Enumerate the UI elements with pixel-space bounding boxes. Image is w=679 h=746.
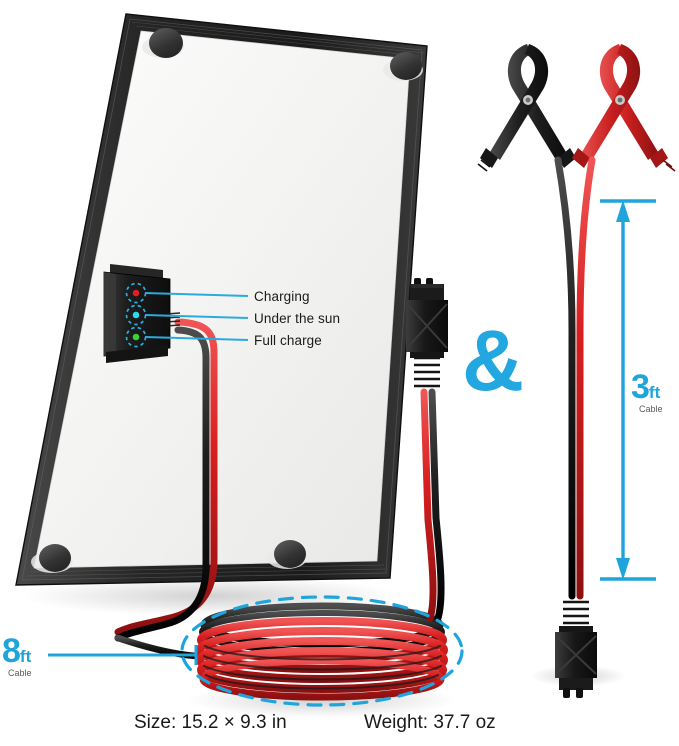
clamp-positive <box>572 44 676 172</box>
cable-8ft-label: 8ft <box>2 634 31 668</box>
suction-cup <box>267 540 307 569</box>
spec-weight: Weight: 37.7 oz <box>364 712 496 733</box>
sae-connector-clamp-art <box>555 600 597 698</box>
ampersand-symbol: & <box>462 313 525 409</box>
spec-size: Size: 15.2 × 9.3 in <box>134 712 287 733</box>
led-label-charging: Charging <box>254 289 310 304</box>
led-label-under-the-sun: Under the sun <box>254 311 341 326</box>
cable-8ft-caption: Cable <box>8 668 32 678</box>
cable-8ft-unit: ft <box>19 647 32 666</box>
sae-connector-panel-art <box>406 278 448 388</box>
junction-box-art <box>103 264 181 363</box>
strain-relief <box>165 312 181 327</box>
cable-8ft-value: 8 <box>2 632 21 670</box>
suction-cup <box>383 52 423 81</box>
solar-panel <box>15 13 428 586</box>
suction-cup <box>31 544 73 573</box>
coil-highlight-ellipse <box>180 595 464 707</box>
led-callout-lines <box>144 292 249 341</box>
cable-3ft-caption: Cable <box>639 404 663 414</box>
clamp-cable-run <box>554 156 596 600</box>
suction-cup <box>142 28 184 58</box>
cable-3ft-value: 3 <box>631 368 650 406</box>
clamp-negative <box>477 44 576 172</box>
dimension-arrow-3ft <box>600 199 656 581</box>
led-label-full-charge: Full charge <box>254 333 322 348</box>
suction-cups <box>31 28 423 573</box>
cable-3ft-unit: ft <box>648 383 661 402</box>
panel-frame-highlight <box>21 18 423 581</box>
cable-3ft-label: 3ft <box>631 370 660 404</box>
panel-backsheet <box>33 30 411 569</box>
